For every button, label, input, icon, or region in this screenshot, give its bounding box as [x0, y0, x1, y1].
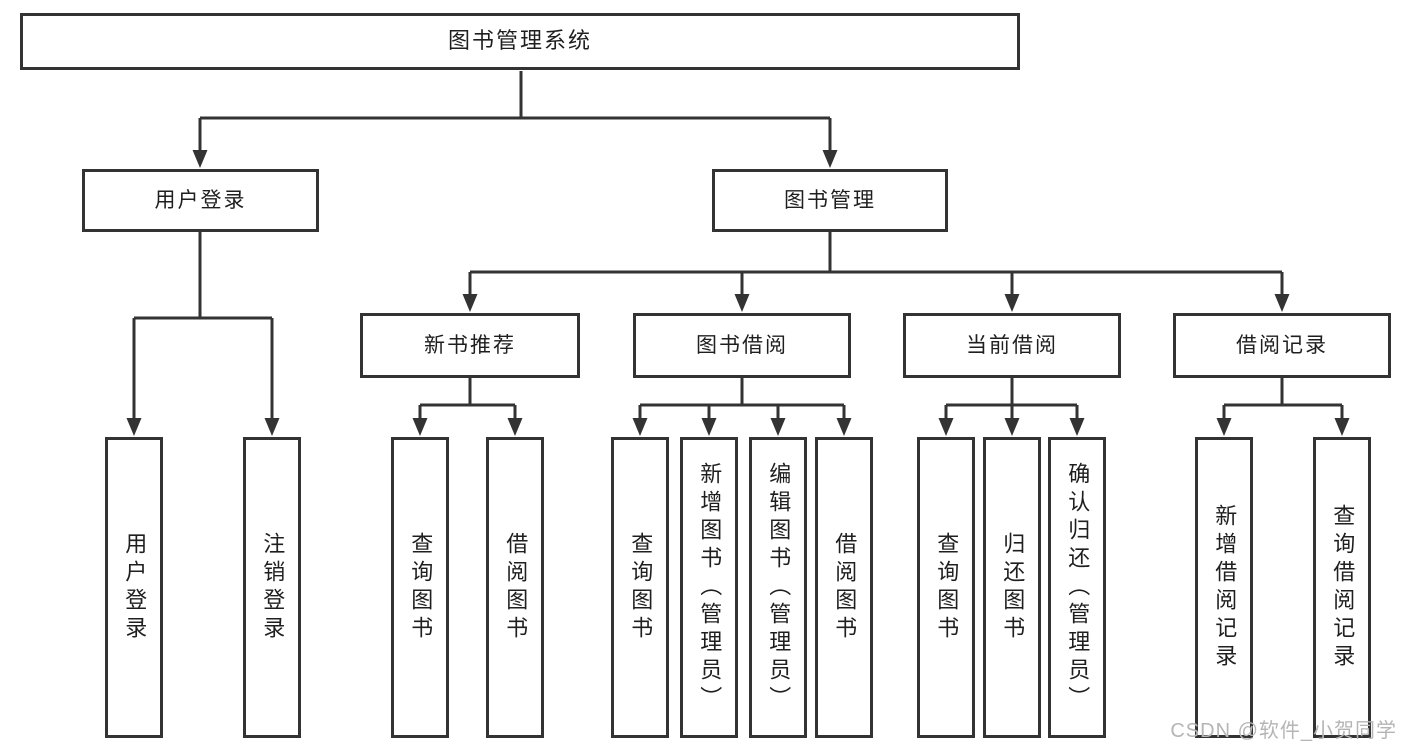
node-borrow-records: 借阅记录 [1173, 313, 1391, 378]
leaf-records-query-record: 查询借阅记录 [1313, 437, 1371, 738]
arrowheads [126, 150, 1350, 436]
connector-book-management [468, 232, 1284, 294]
connector-book-borrow [638, 378, 846, 418]
leaf-borrow-query-book: 查询图书 [611, 437, 669, 738]
node-book-borrow: 图书借阅 [633, 313, 851, 378]
connector-new-book-recommend [418, 378, 517, 418]
leaf-recommend-query-book: 查询图书 [391, 437, 449, 738]
leaf-borrow-add-book-admin: 新增图书（管理员） [680, 437, 738, 738]
connector-current-borrow [944, 378, 1079, 418]
node-user-login-branch: 用户登录 [82, 169, 319, 232]
leaf-current-query-book: 查询图书 [917, 437, 975, 738]
node-current-borrow: 当前借阅 [903, 313, 1121, 378]
node-root: 图书管理系统 [20, 13, 1020, 70]
leaf-borrow-borrow-book: 借阅图书 [815, 437, 873, 738]
leaf-current-return-book: 归还图书 [983, 437, 1041, 738]
leaf-user-login: 用户登录 [105, 437, 163, 738]
leaf-recommend-borrow-book: 借阅图书 [486, 437, 544, 738]
connector-root [198, 71, 832, 150]
leaf-records-add-record: 新增借阅记录 [1195, 437, 1253, 738]
connector-borrow-records [1222, 378, 1344, 418]
leaf-current-confirm-return-admin: 确认归还（管理员） [1048, 437, 1106, 738]
connector-user-login [132, 232, 274, 418]
leaf-borrow-edit-book-admin: 编辑图书（管理员） [749, 437, 807, 738]
node-new-book-recommend: 新书推荐 [360, 313, 580, 378]
node-book-management-branch: 图书管理 [712, 169, 948, 232]
leaf-logout: 注销登录 [243, 437, 301, 738]
